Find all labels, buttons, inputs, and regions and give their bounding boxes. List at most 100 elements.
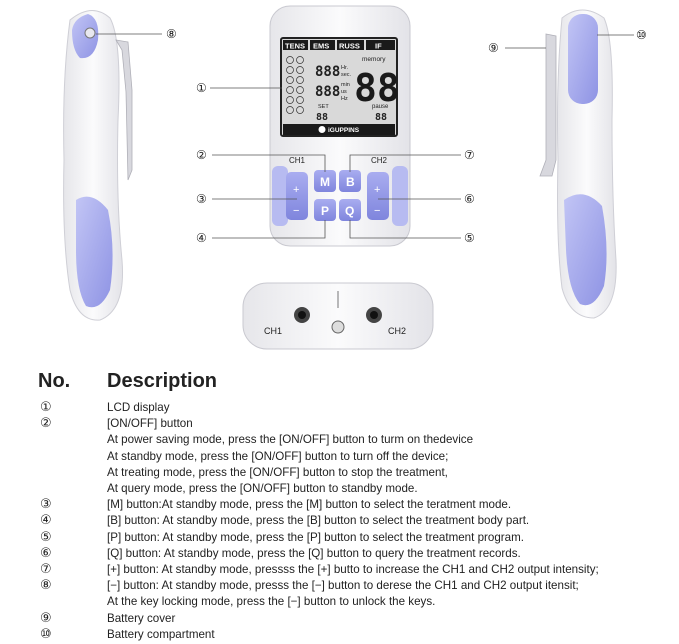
lcd-digits-2: 888 — [315, 84, 340, 100]
table-row: ④[B] button: At standby mode, press the … — [0, 513, 679, 529]
ch1-label: CH1 — [289, 156, 306, 165]
lcd-mode-russ: RUSS — [339, 42, 360, 51]
row-number: ⑨ — [40, 610, 52, 626]
row-number: ③ — [40, 497, 52, 513]
ch2-plus-minus-key — [367, 172, 389, 220]
callout-7: ⑦ — [464, 148, 475, 162]
b-key — [339, 170, 361, 192]
bottom-view: CH1 CH2 — [242, 282, 434, 350]
callout-9: ⑨ — [488, 41, 499, 55]
lcd-brand: iGUPPINS — [328, 127, 360, 134]
row-description: Battery cover — [107, 611, 176, 625]
row-description: [+] button: At standby mode, pressss the… — [107, 563, 599, 576]
lcd-small-left: 88 — [316, 112, 328, 123]
row-number: ② — [40, 416, 52, 432]
q-key-label: Q — [345, 204, 354, 218]
battery-cover — [539, 33, 557, 177]
row-number: ⑩ — [40, 626, 52, 642]
callout-8: ⑧ — [166, 27, 177, 41]
row-description: At power saving mode, press the [ON/OFF]… — [107, 433, 474, 447]
on-off-button — [84, 27, 96, 39]
table-row: ① LCD display — [0, 400, 679, 416]
table-row: At power saving mode, press the [ON/OFF]… — [0, 432, 679, 448]
row-description: At treating mode, press the [ON/OFF] but… — [107, 465, 448, 479]
table-header-no: No. — [38, 370, 71, 392]
row-description: [B] button: At standby mode, press the [… — [107, 514, 530, 528]
lcd-us-label: us — [341, 89, 347, 95]
row-description: At the key locking mode, press the [−] b… — [107, 595, 436, 609]
lcd-sec-label: sec. — [341, 72, 352, 78]
lcd-memory-label: memory — [362, 56, 386, 63]
table-row: ② [ON/OFF] button — [0, 416, 679, 432]
front-view: TENS EMS RUSS IF memory 888 Hr. sec. 888… — [196, 5, 475, 247]
body-part-icons — [286, 56, 304, 114]
callout-2: ② — [196, 148, 207, 162]
lcd-display: TENS EMS RUSS IF memory 888 Hr. sec. 888… — [280, 37, 400, 137]
ch2-minus-label: − — [374, 205, 380, 217]
b-key-label: B — [346, 175, 355, 189]
row-description: At standby mode, press the [ON/OFF] butt… — [107, 449, 449, 463]
row-description: [P] button: At standby mode, press the [… — [107, 530, 524, 544]
row-description: LCD display — [107, 401, 170, 414]
callout-6: ⑥ — [464, 192, 475, 206]
lcd-mode-tens: TENS — [285, 42, 305, 51]
lcd-hz-label: Hz — [341, 96, 348, 102]
row-number: ⑦ — [40, 562, 52, 577]
p-key-label: P — [321, 204, 329, 218]
table-row: ⑦ [+] button: At standby mode, pressss th… — [0, 562, 679, 578]
row-number: ① — [40, 400, 52, 415]
row-description: Battery compartment — [107, 627, 215, 641]
m-key — [314, 170, 336, 192]
description-table: No. Description ① LCD display ② [ON/OFF] bu… — [0, 364, 679, 644]
table-row: ⑧ [−] button: At standby mode, presss the… — [0, 578, 679, 594]
lcd-small-right: 88 — [375, 112, 387, 123]
table-row: ⑩ Battery compartment — [0, 627, 679, 643]
ch1-plus-minus-key — [286, 172, 308, 220]
row-number: ⑧ — [40, 578, 52, 594]
bottom-ch2-label: CH2 — [388, 326, 406, 336]
table-row: ⑨ Battery cover — [0, 611, 679, 627]
table-row: ③[M] button:At standby mode, press the [… — [0, 497, 679, 513]
table-row: At standby mode, press the [ON/OFF] butt… — [0, 449, 679, 465]
row-number: ⑤ — [40, 529, 52, 545]
ch2-label: CH2 — [371, 156, 388, 165]
row-description: [ON/OFF] button — [107, 417, 193, 431]
row-description: [−] button: At standby mode, presss the … — [107, 579, 579, 593]
device-diagram: ⑧ TENS EMS RUSS IF memory — [63, 5, 647, 350]
table-row: At the key locking mode, press the [−] b… — [0, 594, 679, 610]
callout-4: ④ — [196, 231, 207, 245]
right-side-view: ⑨ ⑩ — [488, 9, 647, 319]
table-header-description: Description — [107, 370, 218, 392]
lcd-mode-if: IF — [375, 42, 382, 51]
lcd-min-label: min — [341, 82, 350, 88]
table-row: At treating mode, press the [ON/OFF] but… — [0, 465, 679, 481]
bottom-ch1-label: CH1 — [264, 326, 282, 336]
callout-5: ⑤ — [464, 231, 475, 245]
p-key — [314, 199, 336, 221]
lcd-big-right: 88 — [354, 66, 400, 110]
brand-logo-icon — [318, 126, 326, 133]
row-description: [Q] button: At standby mode, press the [… — [107, 546, 521, 560]
left-side-view: ⑧ — [63, 10, 177, 321]
table-row: At query mode, press the [ON/OFF] button… — [0, 481, 679, 497]
ch2-plus-label: + — [374, 184, 380, 196]
front-leader-lines — [210, 87, 461, 239]
lcd-digits-1: 888 — [315, 64, 340, 80]
lcd-mode-ems: EMS — [313, 42, 329, 51]
screw-icon — [331, 320, 345, 334]
callout-1: ① — [196, 81, 207, 95]
lcd-hr-label: Hr. — [341, 65, 349, 71]
lcd-pause-label: pause — [372, 104, 389, 110]
row-description: At query mode, press the [ON/OFF] button… — [107, 482, 418, 495]
q-key — [339, 199, 361, 221]
ch1-minus-label: − — [293, 205, 299, 217]
row-number: ⑥ — [40, 545, 52, 561]
callout-3: ③ — [196, 192, 207, 206]
m-key-label: M — [320, 175, 330, 189]
table-row: ⑤ [P] button: At standby mode, press the … — [0, 530, 679, 546]
ch1-plus-label: + — [293, 184, 299, 196]
lcd-set-label: SET — [318, 104, 329, 110]
table-row: ⑥ [Q] button: At standby mode, press the … — [0, 546, 679, 562]
callout-10: ⑩ — [636, 28, 647, 42]
belt-clip — [115, 39, 133, 181]
